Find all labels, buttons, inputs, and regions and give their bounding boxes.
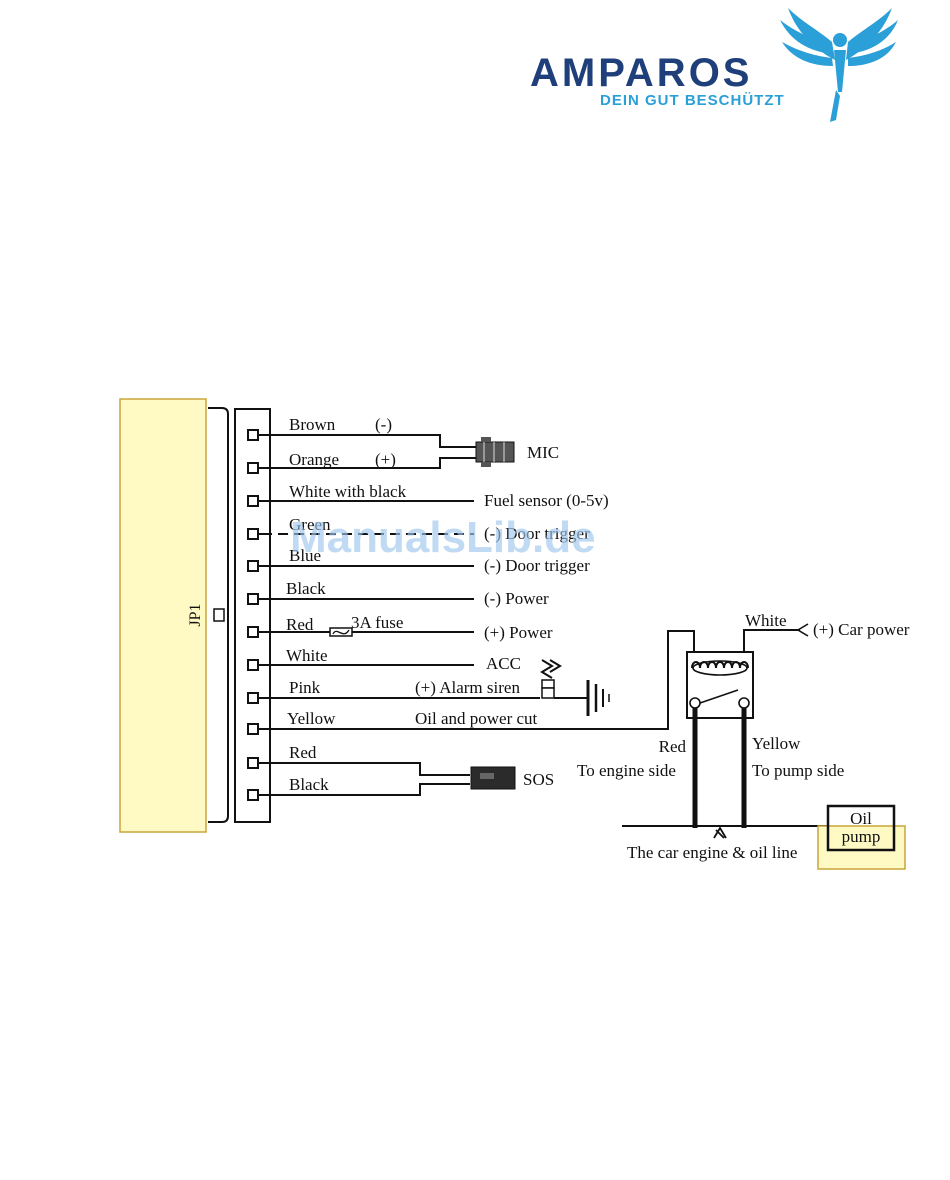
- oil-pump-area: [817, 825, 906, 870]
- wire-label-orange: Orange: [289, 450, 339, 469]
- negative-power-label: (-) Power: [484, 589, 549, 608]
- engine-side-label: To engine side: [577, 761, 676, 780]
- wire-label-green: Green: [289, 515, 331, 534]
- acc-label: ACC: [486, 654, 521, 673]
- amparos-logo: AMPAROS DEIN GUT BESCHÜTZT: [530, 8, 898, 122]
- jp1-label: JP1: [187, 603, 204, 626]
- terminal-pin-10: [247, 723, 259, 735]
- fuel-sensor-label: Fuel sensor (0-5v): [484, 491, 609, 510]
- wire-label-white-black: White with black: [289, 482, 407, 501]
- logo-name: AMPAROS: [530, 51, 752, 95]
- terminal-pin-7: [247, 626, 259, 638]
- terminal-pin-8: [247, 659, 259, 671]
- watermark: ManualsLib.de: [290, 513, 596, 562]
- wire-polarity-brown: (-): [375, 415, 392, 434]
- oil-pump-label-1: Oil: [850, 809, 872, 828]
- pump-side-label: To pump side: [752, 761, 844, 780]
- relay-icon: [686, 651, 754, 719]
- fuse-icon: [329, 627, 353, 637]
- wire-label-sos-red: Red: [289, 743, 317, 762]
- line-cut-icon: [713, 826, 727, 839]
- logo-tagline: DEIN GUT BESCHÜTZT: [600, 92, 785, 109]
- terminal-pin-2: [247, 462, 259, 474]
- wire-label-sos-black: Black: [289, 775, 329, 794]
- siren-icon: [540, 659, 562, 699]
- relay-yellow-label: Yellow: [752, 734, 801, 753]
- sos-label: SOS: [523, 770, 554, 789]
- terminal-pin-4: [247, 528, 259, 540]
- terminal-pin-5: [247, 560, 259, 572]
- terminal-pins: [247, 429, 262, 801]
- harness-bracket: [208, 407, 229, 823]
- mic-plug-icon: [475, 437, 515, 467]
- car-power-terminal-icon: [796, 623, 809, 637]
- terminal-pin-6: [247, 593, 259, 605]
- fuse-label: 3A fuse: [351, 613, 403, 632]
- terminal-pin-9: [247, 692, 259, 704]
- terminal-block: [234, 408, 271, 823]
- relay-white-label: White: [745, 611, 787, 630]
- wire-label-white: White: [286, 646, 328, 665]
- wire-label-pink: Pink: [289, 678, 321, 697]
- car-power-label: (+) Car power: [813, 620, 910, 639]
- terminal-pin-11: [247, 757, 259, 769]
- oil-pump-label-2: pump: [842, 827, 881, 846]
- blue-function-label: (-) Door trigger: [484, 556, 590, 575]
- wire-label-blue: Blue: [289, 546, 321, 565]
- wire-polarity-orange: (+): [375, 450, 396, 469]
- wire-label-yellow: Yellow: [287, 709, 336, 728]
- sos-button-icon: [470, 766, 516, 790]
- wire-lines: [262, 434, 695, 796]
- wire-label-red: Red: [286, 615, 314, 634]
- connector-latch: [213, 608, 225, 622]
- engine-oil-line-label: The car engine & oil line: [627, 843, 797, 862]
- oil-power-cut-label: Oil and power cut: [415, 709, 538, 728]
- relay-red-label: Red: [659, 737, 687, 756]
- positive-power-label: (+) Power: [484, 623, 553, 642]
- wire-label-black: Black: [286, 579, 326, 598]
- jp1-connector-body: [119, 398, 207, 833]
- terminal-pin-1: [247, 429, 259, 441]
- oil-pump-box: [826, 804, 896, 852]
- relay-white-wire: [743, 629, 800, 652]
- green-function-label: (-) Door trigger: [484, 524, 590, 543]
- ground-icon: [554, 680, 610, 716]
- terminal-pin-3: [247, 495, 259, 507]
- mic-label: MIC: [527, 443, 559, 462]
- terminal-pin-12: [247, 789, 259, 801]
- angel-wings-icon: [780, 8, 898, 122]
- wire-label-brown: Brown: [289, 415, 336, 434]
- alarm-siren-label: (+) Alarm siren: [415, 678, 520, 697]
